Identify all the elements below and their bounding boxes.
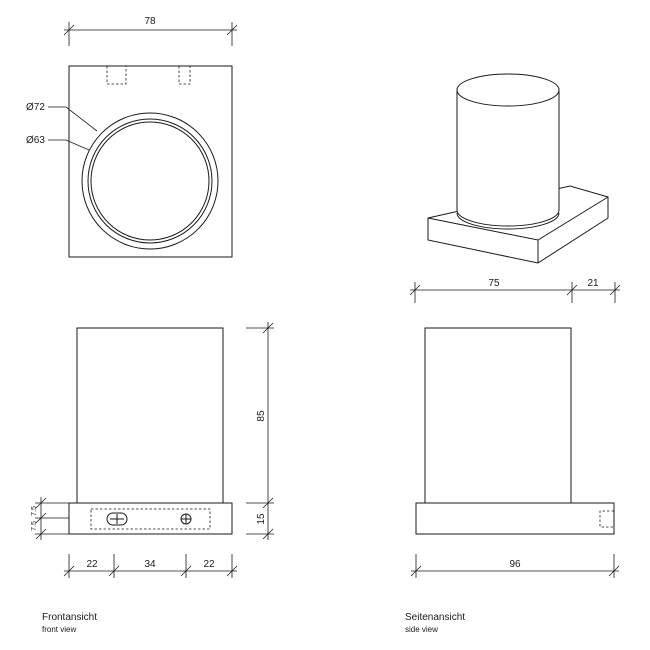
dim-75a-tick-top — [35, 497, 47, 509]
side-base-outline — [415, 502, 615, 535]
plan-view: 78 Ø72 Ø63 — [26, 16, 238, 258]
glass-outline — [76, 327, 224, 504]
dim-96-tick-left — [410, 565, 422, 577]
dim-75-tick-mid — [566, 284, 578, 296]
front-view-caption-en: front view — [42, 625, 76, 634]
diameter-72-label: Ø72 — [26, 102, 45, 113]
side-glass-outline — [424, 327, 572, 504]
dim-15-label: 15 — [256, 513, 267, 525]
plate-outline — [68, 65, 233, 258]
dim-85-label: 85 — [256, 410, 267, 422]
dim-tick-232 — [226, 565, 238, 577]
diameter-63-label: Ø63 — [26, 135, 45, 146]
mount-slot-right — [178, 66, 191, 85]
dim-34-label: 34 — [144, 559, 156, 570]
mount-plate-dashed — [90, 508, 211, 530]
screw-slot — [106, 512, 128, 526]
side-view-caption: Seitenansicht — [405, 612, 465, 623]
cylinder-top — [456, 73, 560, 107]
mount-slot-left — [106, 66, 127, 85]
dim-75-tick-left — [409, 284, 421, 296]
cylinder-body — [456, 89, 560, 227]
dim-15-tick-bottom — [262, 528, 274, 540]
dim-75a-tick-mid — [35, 512, 47, 524]
dim-hole-bottom-label: 7.5 — [31, 521, 38, 531]
dim-78-label: 78 — [144, 16, 156, 27]
isometric-view: 75 21 — [409, 73, 621, 303]
ring-middle — [87, 118, 213, 244]
dim-85-tick-top — [262, 322, 274, 334]
front-view-caption: Frontansicht — [42, 612, 97, 623]
dim-21-tick-right — [609, 284, 621, 296]
dim-78-tick-left — [63, 24, 75, 36]
ring-outer — [81, 112, 219, 250]
dim-96-label: 96 — [509, 559, 521, 570]
cylinder-bottom-rim — [456, 212, 560, 230]
leader-72 — [48, 106, 98, 132]
dim-78-tick-right — [226, 24, 238, 36]
front-view: 85 15 7.5 7.5 22 34 22 Frontansicht fron… — [31, 322, 274, 634]
dim-22-left-label: 22 — [86, 559, 98, 570]
leader-63 — [48, 139, 90, 151]
dim-tick-69 — [63, 565, 75, 577]
dim-85-tick-bottom — [262, 497, 274, 509]
dim-21-label: 21 — [587, 278, 599, 289]
dim-75-label: 75 — [488, 278, 500, 289]
dim-hole-top-label: 7.5 — [31, 506, 38, 516]
side-mount-slot — [599, 510, 614, 528]
dim-75a-tick-bottom — [35, 528, 47, 540]
dim-tick-114 — [108, 565, 120, 577]
base-outline — [68, 502, 233, 535]
side-view-caption-en: side view — [405, 625, 438, 634]
dim-tick-186 — [180, 565, 192, 577]
ring-inner — [90, 121, 210, 241]
dim-96-tick-right — [608, 565, 620, 577]
dim-22-right-label: 22 — [203, 559, 215, 570]
side-view: 96 Seitenansicht side view — [405, 327, 620, 634]
